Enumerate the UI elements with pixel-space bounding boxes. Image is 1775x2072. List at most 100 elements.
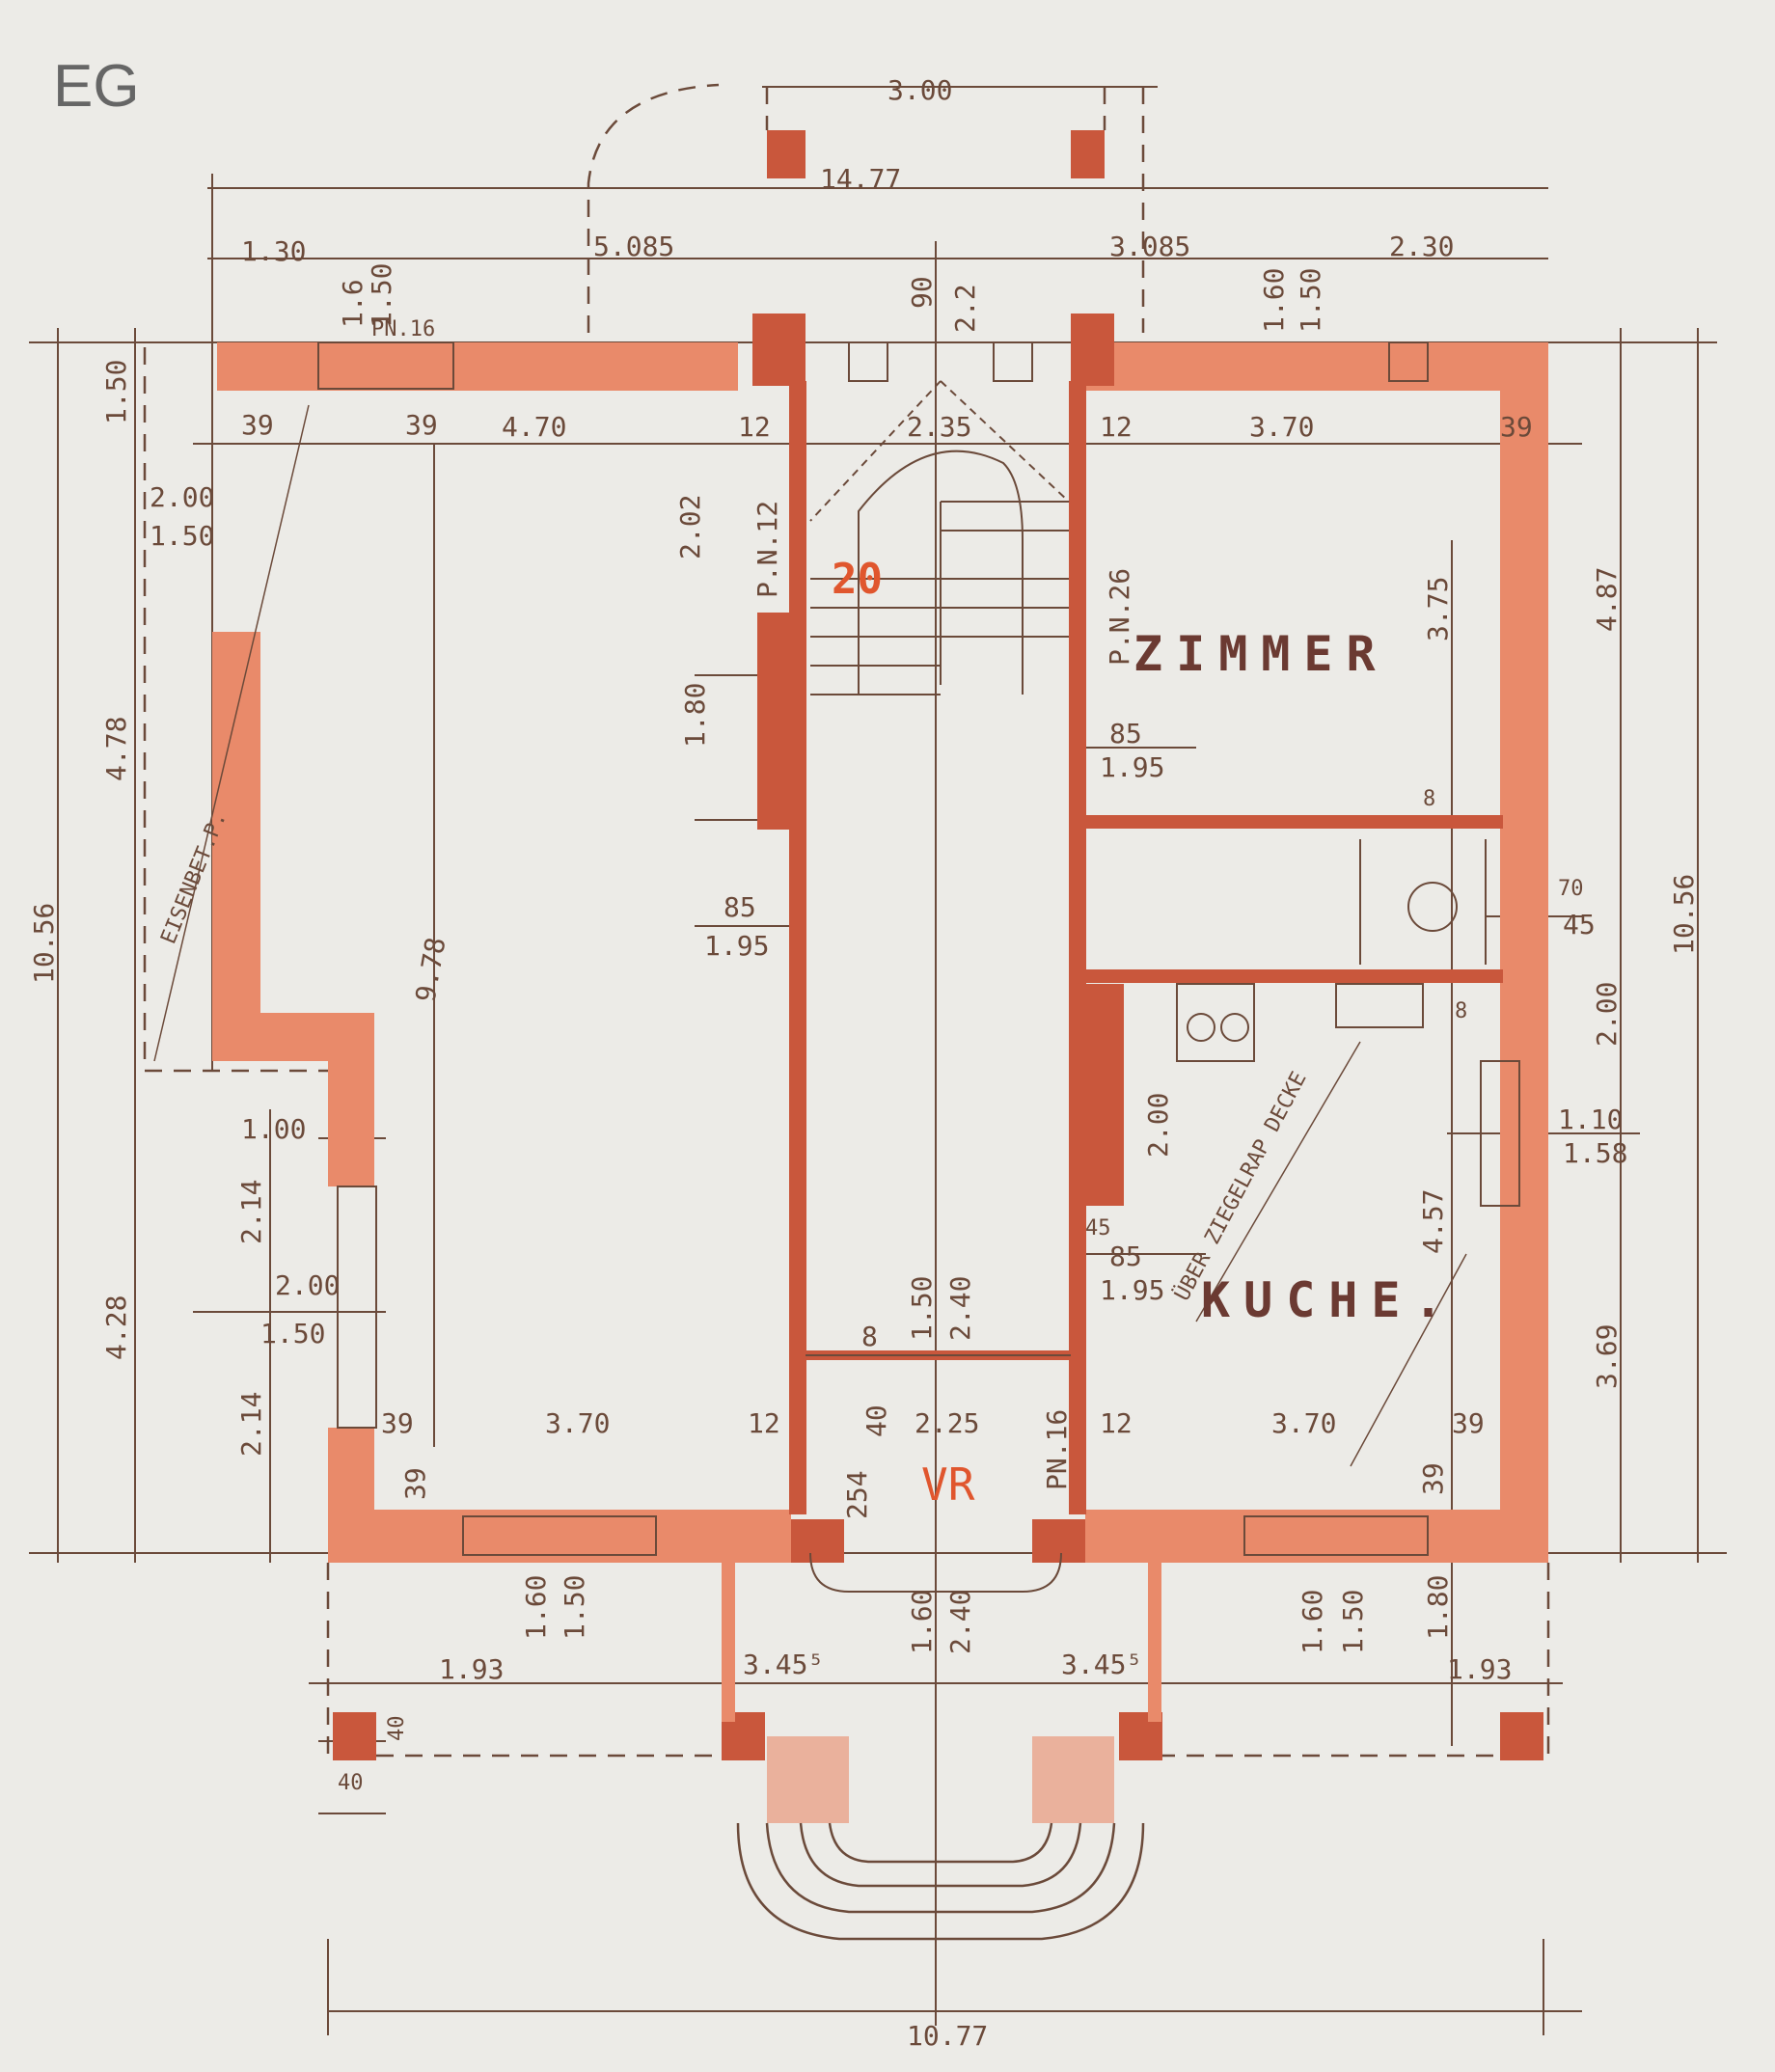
- dim-label: 1.60: [1258, 268, 1290, 333]
- room-label-zimmer: ZIMMER: [1133, 626, 1389, 682]
- dim-label: 10.77: [907, 2020, 988, 2052]
- dim-label: 3.69: [1591, 1324, 1623, 1389]
- dim-label: 4.87: [1591, 567, 1623, 632]
- dim-label: 12: [738, 411, 771, 443]
- dim-label: 1.10: [1558, 1104, 1623, 1135]
- dim-label: 12: [748, 1407, 780, 1439]
- room-label-kuche: KUCHE.: [1201, 1272, 1457, 1328]
- dim-label: 2.40: [944, 1590, 976, 1654]
- dim-label: 1.50: [1337, 1590, 1369, 1654]
- dim-label: 3.00: [888, 74, 952, 106]
- walls: [212, 130, 1548, 1823]
- dim-label: 1.50: [150, 520, 214, 552]
- windows: [317, 341, 1520, 1556]
- dim-label: 2.00: [275, 1269, 340, 1301]
- dim-label: 1.60: [520, 1575, 552, 1640]
- dim-label: 1.95: [704, 930, 769, 962]
- dim-label: 39: [1452, 1407, 1485, 1439]
- dim-label: 8: [1455, 999, 1467, 1023]
- dim-label: 39: [241, 409, 274, 441]
- dim-label: 10.56: [28, 903, 60, 984]
- dim-label: 12: [1100, 1407, 1133, 1439]
- dim-label: 3.45⁵: [1061, 1649, 1142, 1680]
- dim-label: 12: [1100, 411, 1133, 443]
- dim-label: 85: [724, 891, 756, 923]
- dim-label: 3.085: [1109, 231, 1190, 262]
- entrance-steps: [736, 1822, 1145, 1941]
- dim-label: 1.50: [260, 1318, 325, 1350]
- dim-label: 39: [381, 1407, 414, 1439]
- floor-label: EG: [53, 53, 140, 120]
- dim-label: 45: [1085, 1216, 1111, 1240]
- dim-label: 40: [338, 1771, 364, 1795]
- dim-label: 5.085: [593, 231, 674, 262]
- dim-label: 4.78: [100, 717, 132, 781]
- dim-label: 1.6: [337, 279, 369, 328]
- dim-label: 8: [1423, 787, 1435, 811]
- dim-label: 1.50: [1295, 268, 1326, 333]
- dim-label: 9.78: [409, 935, 451, 1004]
- dim-label: 39: [1417, 1462, 1449, 1495]
- dim-label: 2.14: [235, 1180, 267, 1244]
- dim-label: 2.00: [1142, 1093, 1174, 1158]
- dim-label: 39: [1500, 411, 1533, 443]
- dim-label: 4.70: [502, 411, 566, 443]
- note-pn26: P.N.26: [1104, 568, 1135, 666]
- dim-label: 1.50: [100, 360, 132, 424]
- dim-label: 1.93: [439, 1653, 504, 1685]
- stair-number: 20: [832, 555, 883, 604]
- dim-label: 1.50: [366, 263, 397, 328]
- dim-label: 1.60: [1297, 1590, 1328, 1654]
- dim-label: 2.35: [907, 411, 971, 443]
- dim-label: 1.60: [906, 1590, 938, 1654]
- note-pn12: P.N.12: [751, 501, 783, 598]
- dim-label: 2.00: [150, 481, 214, 513]
- dim-label: 3.70: [1249, 411, 1314, 443]
- dim-label: 1.80: [1422, 1575, 1454, 1640]
- note-ziegel: ÜBER ZIEGELRAP DECKE: [1169, 1068, 1311, 1305]
- dim-label: 45: [1563, 909, 1596, 941]
- dim-label: 85: [1109, 1240, 1142, 1272]
- dim-label: 1.50: [559, 1575, 590, 1640]
- dim-label: 1.50: [906, 1276, 938, 1341]
- dim-label: 3.70: [545, 1407, 610, 1439]
- dim-label: 4.57: [1417, 1189, 1449, 1254]
- dim-label: 8: [861, 1321, 878, 1352]
- dim-label: 3.70: [1271, 1407, 1336, 1439]
- dim-label: 39: [399, 1467, 431, 1500]
- dashed-outlines: [143, 83, 1550, 1758]
- staircase: [806, 380, 1071, 1593]
- dim-label: 2.2: [949, 284, 981, 333]
- kitchen-fixtures: [153, 404, 1487, 1467]
- dim-label: 85: [1109, 718, 1142, 750]
- dim-label: 4.28: [100, 1295, 132, 1360]
- room-label-vr: VR: [921, 1459, 975, 1511]
- dim-label: 70: [1558, 877, 1584, 901]
- dim-label: 1.30: [241, 235, 306, 267]
- dim-label: 1.95: [1100, 1274, 1164, 1306]
- dim-label: 2.40: [944, 1276, 976, 1341]
- dim-label: 2.00: [1591, 982, 1623, 1047]
- dim-label: 3.45⁵: [743, 1649, 824, 1680]
- dim-label: 14.77: [820, 163, 901, 195]
- dim-label: 3.75: [1422, 577, 1454, 641]
- dim-label: 40: [385, 1716, 409, 1742]
- dim-label: 2.14: [235, 1392, 267, 1457]
- dim-label: 254: [841, 1470, 873, 1519]
- dim-label: 1.95: [1100, 751, 1164, 783]
- dim-label: 10.56: [1668, 874, 1700, 955]
- dim-label: 90: [906, 276, 938, 309]
- dim-label: 1.93: [1447, 1653, 1512, 1685]
- dim-label: 1.58: [1563, 1137, 1627, 1169]
- dim-label: 40: [860, 1404, 892, 1437]
- note-pn16-top: PN.16: [371, 317, 435, 341]
- dim-label: 1.80: [679, 683, 711, 748]
- dimension-labels: 3.00 14.77 5.085 3.085 1.30 2.30 1.6 1.5…: [28, 74, 1700, 2052]
- dim-label: 2.25: [915, 1407, 979, 1439]
- dim-label: 2.30: [1389, 231, 1454, 262]
- note-pn16-vr: PN.16: [1041, 1409, 1073, 1490]
- dim-label: 39: [405, 409, 438, 441]
- dim-label: 2.02: [674, 495, 706, 559]
- dim-label: 1.00: [241, 1113, 306, 1145]
